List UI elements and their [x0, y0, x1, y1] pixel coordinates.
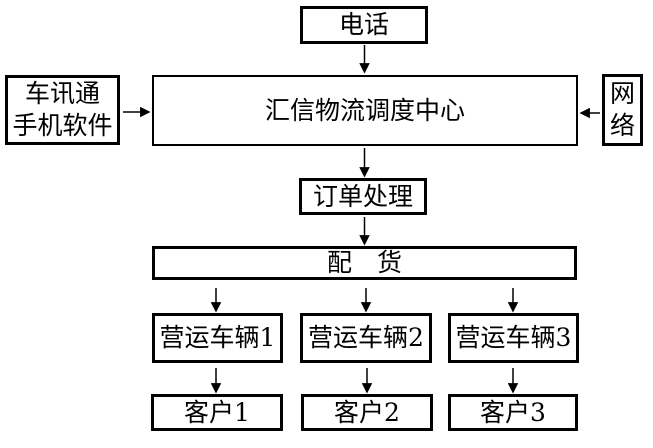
node-order-processing: 订单处理: [299, 178, 427, 215]
node-mobile-app-label-line1: 车讯通: [24, 79, 100, 108]
node-vehicle-1: 营运车辆1: [152, 313, 283, 363]
node-dispatch-center: 汇信物流调度中心: [152, 75, 578, 146]
node-vehicle-2: 营运车辆2: [300, 313, 432, 363]
node-customer-2: 客户2: [301, 394, 433, 431]
node-distribution: 配 货: [152, 246, 577, 280]
node-distribution-label: 配 货: [326, 248, 402, 277]
node-customer-1: 客户1: [151, 394, 283, 431]
node-vehicle-2-label: 营运车辆2: [308, 323, 424, 352]
node-vehicle-1-label: 营运车辆1: [159, 323, 276, 352]
node-vehicle-3: 营运车辆3: [448, 313, 579, 363]
node-customer-3-label: 客户3: [480, 397, 546, 427]
node-order-processing-label: 订单处理: [312, 181, 413, 211]
node-customer-2-label: 客户2: [334, 397, 400, 427]
node-phone-label: 电话: [338, 10, 389, 39]
node-dispatch-center-label: 汇信物流调度中心: [264, 95, 465, 125]
node-phone: 电话: [300, 6, 428, 44]
node-network-label-line2: 络: [609, 111, 635, 140]
node-mobile-app: 车讯通 手机软件: [5, 75, 120, 145]
node-vehicle-3-label: 营运车辆3: [455, 323, 572, 352]
node-customer-1-label: 客户1: [184, 397, 250, 427]
node-network: 网 络: [602, 74, 643, 146]
node-mobile-app-label-line2: 手机软件: [12, 111, 113, 140]
node-network-label-line1: 网: [609, 79, 635, 108]
node-customer-3: 客户3: [448, 394, 578, 431]
